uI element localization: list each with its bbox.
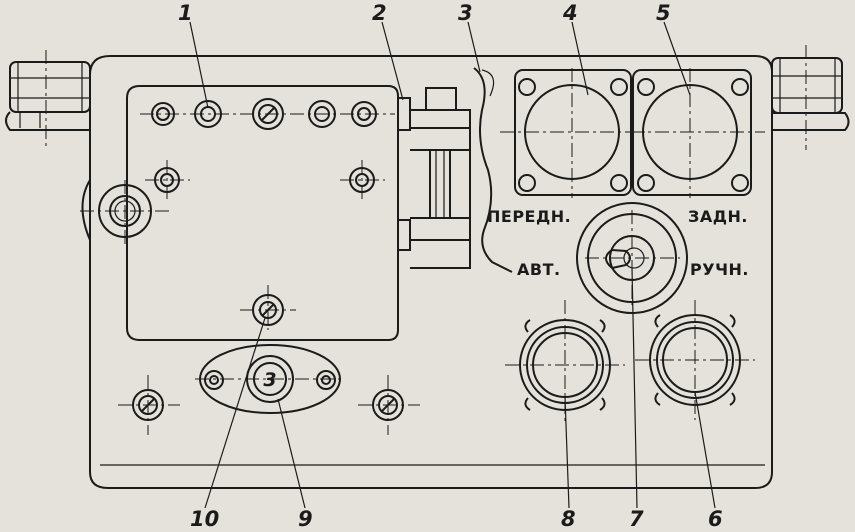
cover-plate (126, 85, 399, 341)
button-6 (635, 300, 755, 420)
label-front: ПЕРЕДН. (487, 207, 571, 226)
label-auto: АВТ. (517, 260, 561, 279)
break-line (473, 67, 513, 273)
callout-3: 3 (458, 1, 473, 25)
right-hinge-clip (771, 45, 850, 150)
callout-9: 9 (298, 507, 313, 531)
label-manual: РУЧН. (690, 260, 749, 279)
second-screw-row (145, 160, 385, 200)
bottom-screw-right (358, 375, 420, 435)
mode-selector-switch (576, 202, 688, 314)
callout-7: 7 (629, 507, 644, 531)
callout-10: 10 (190, 507, 219, 531)
callout-1: 1 (178, 1, 193, 25)
top-screw-row (140, 98, 395, 130)
edge-screw-left (80, 179, 170, 245)
plug-mark: 3 (263, 369, 276, 391)
connector-5-rear (630, 68, 765, 198)
plug-plate (195, 344, 345, 414)
left-hinge-clip (5, 50, 91, 150)
callout-4: 4 (562, 1, 578, 25)
bottom-screw-left (118, 375, 180, 435)
connector-4-front (500, 68, 645, 198)
callout-5: 5 (656, 1, 671, 25)
panel-plate (89, 55, 773, 489)
leader-lines (189, 21, 716, 509)
callout-8: 8 (561, 507, 576, 531)
cover-screw (240, 285, 296, 330)
label-rear: ЗАДН. (688, 207, 748, 226)
callout-6: 6 (708, 507, 723, 531)
bracket-clamp (398, 87, 471, 269)
callout-2: 2 (372, 1, 387, 25)
